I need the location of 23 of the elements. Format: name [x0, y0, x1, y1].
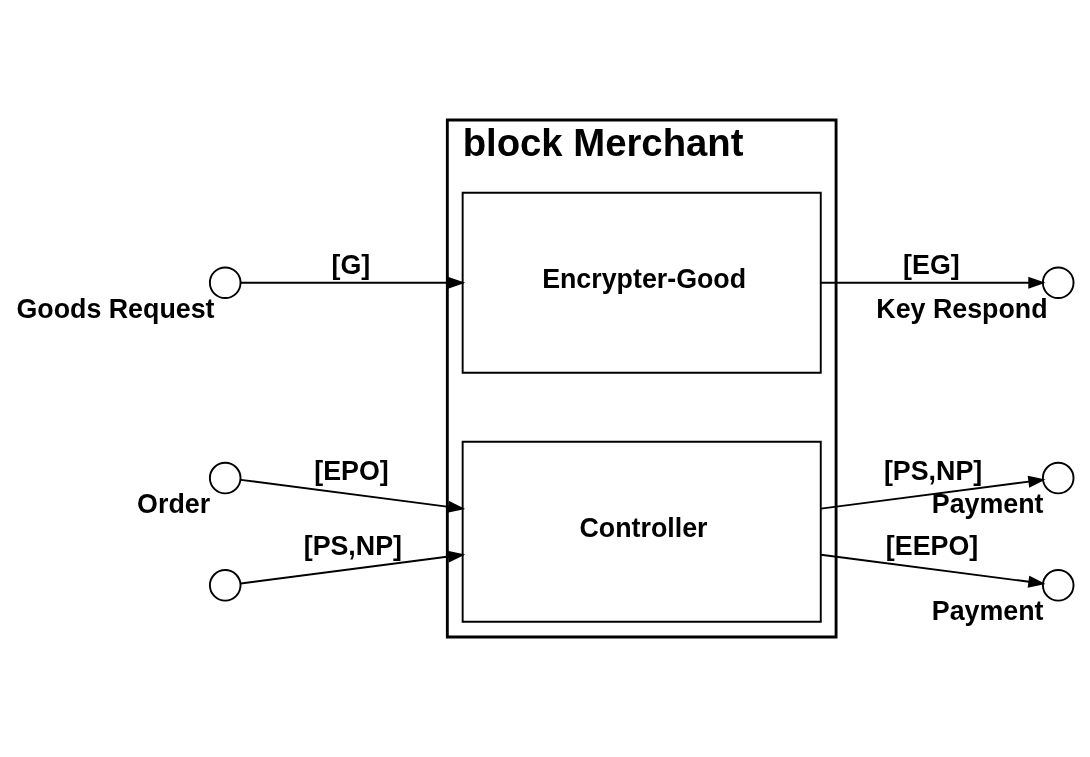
edge-label: [EEPO]: [885, 531, 979, 562]
arrow: [239, 276, 466, 289]
node-box: Controller: [461, 440, 822, 623]
node-box: Encrypter-Good: [461, 191, 822, 374]
edge-label: [EG]: [903, 249, 960, 280]
arrow: [239, 478, 466, 513]
edge-label: [G]: [331, 249, 371, 280]
node-circle: [1041, 461, 1075, 495]
node-circle: [1041, 266, 1075, 300]
arrow: [239, 550, 466, 585]
node-circle: [208, 569, 242, 602]
node-label: Payment: [931, 596, 1044, 627]
edge-label: [PS,NP]: [303, 531, 402, 562]
edge-label: [PS,NP]: [883, 456, 983, 487]
arrow: [820, 276, 1046, 289]
node-label: Payment: [931, 488, 1044, 519]
node-circle: [208, 461, 242, 495]
edge-label: [EPO]: [314, 456, 389, 487]
node-label: Key Respond: [876, 293, 1048, 324]
node-circle: [1041, 569, 1075, 602]
node-label: Goods Request: [16, 293, 215, 324]
node-circle: [208, 266, 242, 300]
node-label: Order: [137, 488, 211, 519]
